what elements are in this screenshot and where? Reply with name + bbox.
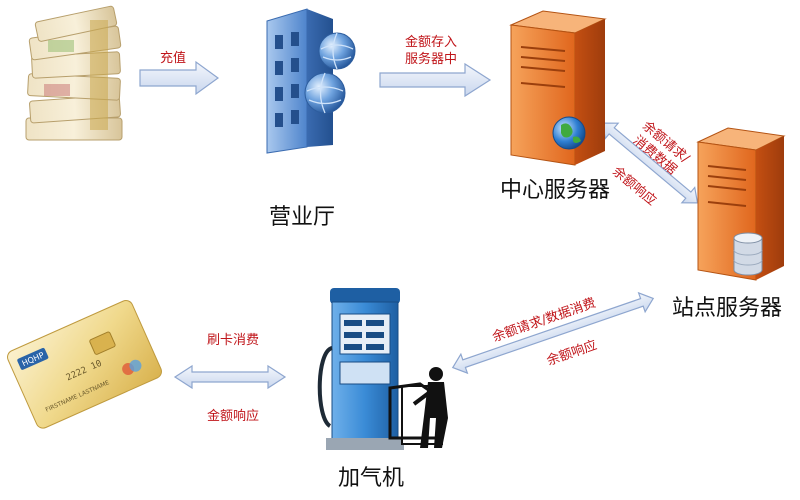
arrow-central-station [601, 122, 699, 204]
edge-label-recharge: 充值 [160, 51, 187, 66]
edge-label-amount-store-line1: 金额存入 [405, 35, 458, 50]
arrow-card-dispenser [173, 364, 287, 390]
edge-label-amount-response: 金额响应 [207, 409, 260, 424]
edge-label-amount-store-line2: 服务器中 [405, 52, 458, 67]
central-server-icon [509, 10, 607, 166]
arrow-amount-store [379, 62, 492, 98]
gas-dispenser-icon [317, 288, 448, 450]
node-label-station-server: 站点服务器 [672, 296, 783, 321]
cash-stack-icon [25, 5, 123, 141]
database-icon [733, 232, 763, 276]
edge-label-amount-store: 金额存入 服务器中 [405, 34, 457, 68]
node-label-central-server: 中心服务器 [500, 178, 611, 203]
arrow-recharge [139, 60, 220, 96]
arrow-station-dispenser [451, 291, 655, 375]
building-icon [266, 8, 356, 154]
station-server-icon [696, 127, 786, 281]
gas-card-icon: HQHP 2222 10 FIRSTNAME LASTNAME [7, 300, 162, 429]
node-label-gas-dispenser: 加气机 [338, 466, 405, 491]
edge-label-swipe: 刷卡消费 [207, 333, 260, 348]
node-label-business-hall: 营业厅 [269, 205, 336, 230]
